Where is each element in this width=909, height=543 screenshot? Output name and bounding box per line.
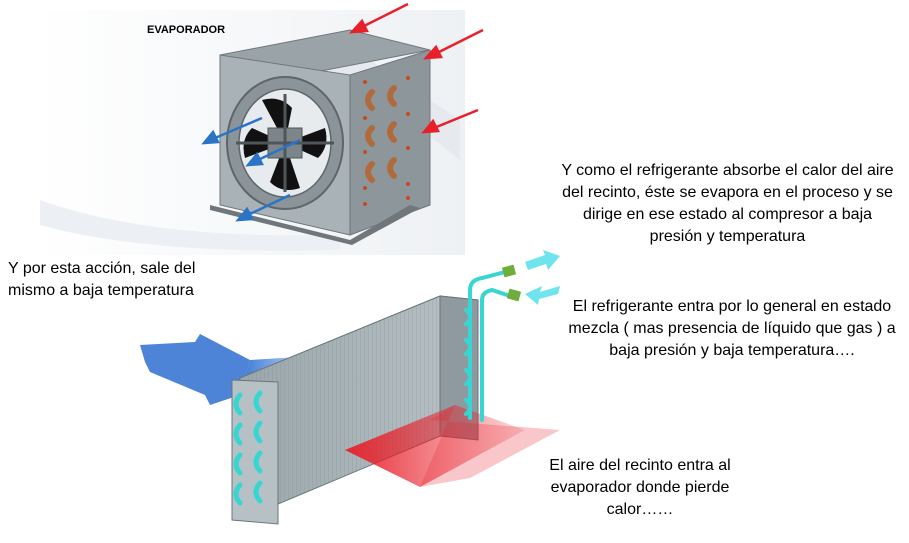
- cold-air-arrow: [201, 116, 263, 145]
- cold-air-arrow: [235, 193, 291, 222]
- copper-tubes: [365, 85, 397, 183]
- warm-air-arrow: [348, 2, 409, 34]
- liquid-in-arrow: [525, 286, 560, 305]
- refrigerant-inlet-note: El refrigerante entra por lo general en …: [568, 298, 896, 359]
- refrigerant-tubes-left: [233, 390, 263, 506]
- air-exit-note: Y por esta acción, sale del mismo a baja…: [8, 260, 196, 299]
- refrigerant-tubes-right: [464, 270, 512, 422]
- finned-coil: [231, 295, 479, 525]
- warm-air-arrow: [422, 28, 484, 60]
- tube-fittings: [501, 264, 522, 302]
- refrigerant-flow-arrows: [525, 250, 560, 305]
- warm-air-inlet-beam: [345, 405, 560, 487]
- diagram-title: EVAPORADOR: [147, 24, 226, 36]
- refrigerant-vapor-note: Y como el refrigerante absorbe el calor …: [561, 162, 894, 245]
- top-evaporator-unit: [210, 29, 431, 245]
- cold-air-arrow: [245, 138, 301, 167]
- air-inlet-note: El aire del recinto entra al evaporador …: [549, 457, 731, 518]
- vapor-out-arrow: [525, 250, 560, 270]
- cold-air-arrows: [201, 116, 301, 222]
- warm-air-arrows: [348, 2, 484, 134]
- warm-air-arrow: [421, 108, 479, 134]
